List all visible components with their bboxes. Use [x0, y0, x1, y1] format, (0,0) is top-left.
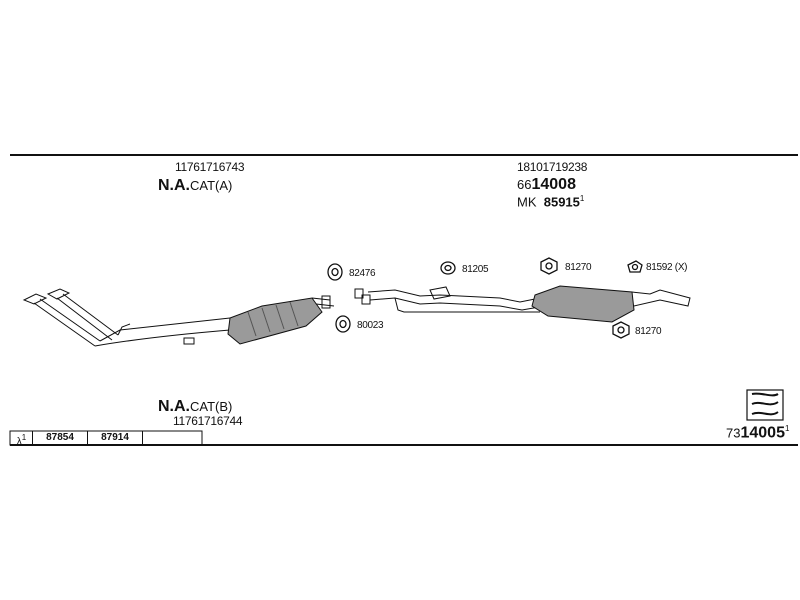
part-label-82476: 82476 [349, 268, 376, 279]
part-label-80023: 80023 [357, 320, 384, 331]
bottom-rule [10, 444, 798, 446]
lambda-symbol: λ [16, 436, 22, 448]
mid-flange-1 [354, 288, 364, 299]
brand-logo [746, 389, 784, 421]
converter-ribs [247, 301, 299, 337]
left-top-part-number: 11761716743 [175, 160, 245, 174]
downpipe-a [33, 298, 101, 347]
bottom-ref-sup: 1 [784, 424, 790, 433]
rear-silencer [531, 285, 635, 323]
rubber-81270b-inner-icon [617, 326, 625, 334]
manifold-flange-1 [22, 293, 48, 305]
exhaust-manifold-pipes [22, 288, 231, 347]
rubber-81592-inner-icon [631, 263, 639, 271]
left-top-label: N.A.CAT(A) [158, 177, 232, 195]
catalytic-converter [227, 297, 323, 345]
front-pipe [94, 317, 231, 347]
downpipe-b [56, 293, 119, 341]
lambda-cell-2: 87914 [88, 431, 143, 445]
middle-pipe [354, 286, 546, 313]
left-bottom-label-rest: CAT(B) [190, 399, 233, 414]
lambda-sup: 1 [21, 433, 27, 442]
rubber-81270a-inner-icon [545, 262, 553, 270]
pipe-join [117, 323, 131, 336]
left-bottom-label-bold: N.A. [158, 398, 190, 415]
tail-pipe [631, 289, 691, 307]
left-bottom-part-number: 11761716744 [173, 414, 243, 428]
left-top-label-bold: N.A. [158, 177, 190, 194]
mid-pipe-lower [394, 297, 540, 313]
logo-mark-icon [751, 392, 779, 416]
right-top-code-prefix: 66 [517, 177, 532, 192]
top-rule [10, 154, 798, 156]
mk-sup: 1 [579, 194, 585, 203]
bottom-ref-bold: 14005 [740, 424, 785, 442]
clamp-1 [183, 337, 195, 345]
left-top-label-rest: CAT(A) [190, 178, 233, 193]
part-label-81270-bottom: 81270 [635, 326, 662, 337]
right-top-mk: MK 859151 [517, 194, 584, 209]
part-label-81592: 81592 (X) [646, 262, 688, 273]
ring-82476-inner-icon [331, 267, 339, 277]
ring-81205-inner-icon [444, 264, 452, 272]
right-top-part-number: 18101719238 [517, 160, 588, 174]
lambda-cell-1: 87854 [33, 431, 88, 445]
mk-label: MK [517, 194, 537, 210]
left-bottom-label: N.A.CAT(B) [158, 398, 232, 416]
bottom-ref-prefix: 73 [726, 425, 741, 441]
mid-pipe-tube [367, 289, 546, 311]
part-label-81270-top: 81270 [565, 262, 592, 273]
part-label-81205: 81205 [462, 264, 489, 275]
mid-hanger [429, 286, 451, 300]
ring-80023-inner-icon [339, 319, 347, 329]
lambda-table-frame [9, 430, 203, 446]
bottom-reference: 73140051 [726, 424, 789, 442]
hanger-icons [327, 257, 643, 339]
converter-flange [321, 295, 331, 309]
right-top-code: 6614008 [517, 176, 576, 194]
right-top-code-bold: 14008 [531, 176, 576, 193]
lambda-cell: λ1 [11, 431, 33, 448]
mk-number: 85915 [543, 194, 580, 210]
manifold-flange-2 [46, 288, 71, 300]
converter-outlet [311, 297, 335, 307]
